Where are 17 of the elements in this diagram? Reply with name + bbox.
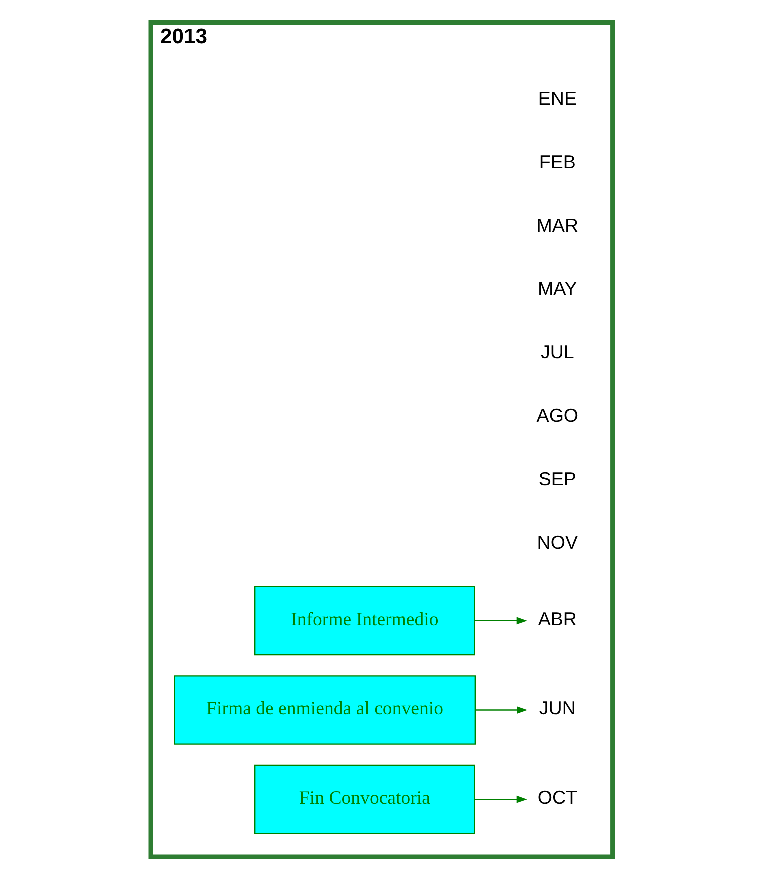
arrow	[474, 617, 527, 625]
node-box: Firma de enmienda al convenio	[174, 676, 476, 745]
node-box: Informe Intermedio	[254, 586, 475, 656]
label: MAY	[538, 278, 577, 300]
node-box: Fin Convocatoria	[254, 764, 475, 834]
label: ENE	[538, 88, 576, 109]
label: AGO	[536, 405, 578, 426]
arrow	[474, 796, 527, 804]
label: FEB	[538, 151, 576, 172]
node-text: ABR	[538, 608, 576, 630]
label: JUL	[540, 342, 574, 363]
label: NOV	[536, 532, 578, 554]
label: SEP	[538, 468, 576, 490]
label: MAR	[536, 214, 578, 236]
arrow	[474, 706, 528, 714]
node-text: JUN	[538, 698, 576, 719]
node-text: OCT	[537, 787, 578, 808]
